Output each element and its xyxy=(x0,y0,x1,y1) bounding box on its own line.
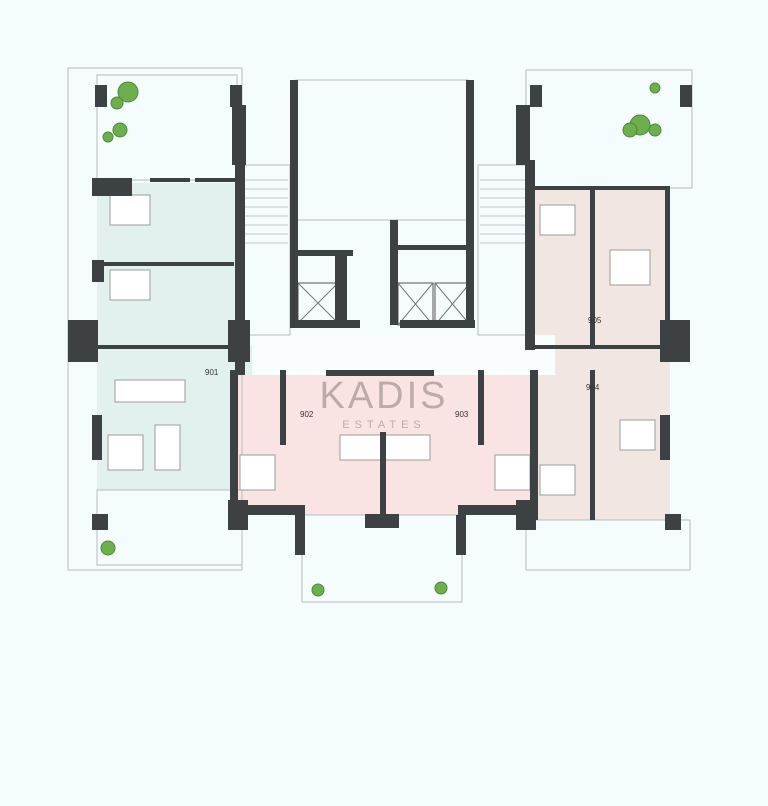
wall xyxy=(95,85,107,107)
plant-icon xyxy=(648,123,662,137)
outline xyxy=(295,79,469,221)
wall xyxy=(230,370,238,515)
unit-label-903: 903 xyxy=(455,410,469,419)
furniture xyxy=(107,434,144,471)
furniture xyxy=(539,464,576,496)
plants xyxy=(100,81,662,597)
wall xyxy=(295,515,305,555)
plant-icon xyxy=(311,583,325,597)
wall xyxy=(400,320,475,328)
watermark-sub: ESTATES xyxy=(342,419,426,431)
wall xyxy=(68,320,98,362)
wall xyxy=(478,370,484,445)
wall xyxy=(590,188,595,348)
wall xyxy=(104,262,234,266)
wall xyxy=(230,85,242,107)
walls xyxy=(68,80,692,555)
plant-icon xyxy=(434,581,448,595)
furniture xyxy=(494,454,531,491)
wall xyxy=(290,320,360,328)
wall xyxy=(298,250,353,256)
plant-icon xyxy=(117,81,139,103)
plant-icon xyxy=(110,96,124,110)
outline xyxy=(525,69,693,189)
furniture xyxy=(239,454,276,491)
wall xyxy=(335,250,347,325)
wall xyxy=(92,178,132,196)
wall xyxy=(516,105,530,165)
furniture xyxy=(619,419,656,451)
wall xyxy=(228,320,250,362)
elevator-cross xyxy=(297,282,339,324)
wall xyxy=(365,514,399,528)
plant-icon xyxy=(100,540,116,556)
wall xyxy=(665,514,681,530)
furniture xyxy=(154,424,181,471)
wall xyxy=(150,178,190,182)
plant-icon xyxy=(112,122,128,138)
wall xyxy=(530,186,670,190)
watermark-logo: KADIS ESTATES xyxy=(319,375,448,431)
wall xyxy=(290,80,298,320)
plant-icon xyxy=(102,131,114,143)
outline xyxy=(525,519,691,571)
unit-label-901: 901 xyxy=(205,368,219,377)
elevator-cross xyxy=(397,282,434,326)
wall xyxy=(390,245,470,250)
wall xyxy=(530,370,538,520)
plant-icon xyxy=(649,82,661,94)
outline xyxy=(477,164,529,336)
wall xyxy=(92,415,102,460)
wall xyxy=(660,320,690,362)
wall xyxy=(458,505,533,515)
wall xyxy=(530,85,542,107)
wall xyxy=(466,80,474,320)
unit-label-905: 905 xyxy=(588,316,602,325)
outline xyxy=(96,489,243,566)
wall xyxy=(235,160,245,375)
wall xyxy=(680,85,692,107)
wall xyxy=(92,514,108,530)
furniture xyxy=(539,204,576,236)
wall xyxy=(665,188,670,323)
wall xyxy=(660,415,670,460)
unit-label-904: 904 xyxy=(586,383,600,392)
wall xyxy=(280,370,286,445)
unit-label-902: 902 xyxy=(300,410,314,419)
elevator-cross xyxy=(434,282,471,326)
outline xyxy=(239,164,291,336)
watermark-main: KADIS xyxy=(319,375,448,417)
unit-labels: 901 902 903 904 905 xyxy=(205,316,602,419)
wall xyxy=(326,370,434,376)
wall xyxy=(380,432,386,516)
wall xyxy=(390,220,398,325)
wall xyxy=(232,105,246,165)
wall xyxy=(525,160,535,350)
wall xyxy=(590,370,595,520)
wall xyxy=(92,260,104,282)
furniture xyxy=(109,194,151,226)
wall xyxy=(195,178,235,182)
corridor xyxy=(255,335,555,375)
wall xyxy=(96,345,236,349)
furniture xyxy=(109,269,151,301)
wall xyxy=(230,505,305,515)
furniture xyxy=(609,249,651,286)
plant-icon xyxy=(622,122,638,138)
wall xyxy=(456,515,466,555)
wall xyxy=(535,345,675,349)
furniture xyxy=(114,379,186,403)
